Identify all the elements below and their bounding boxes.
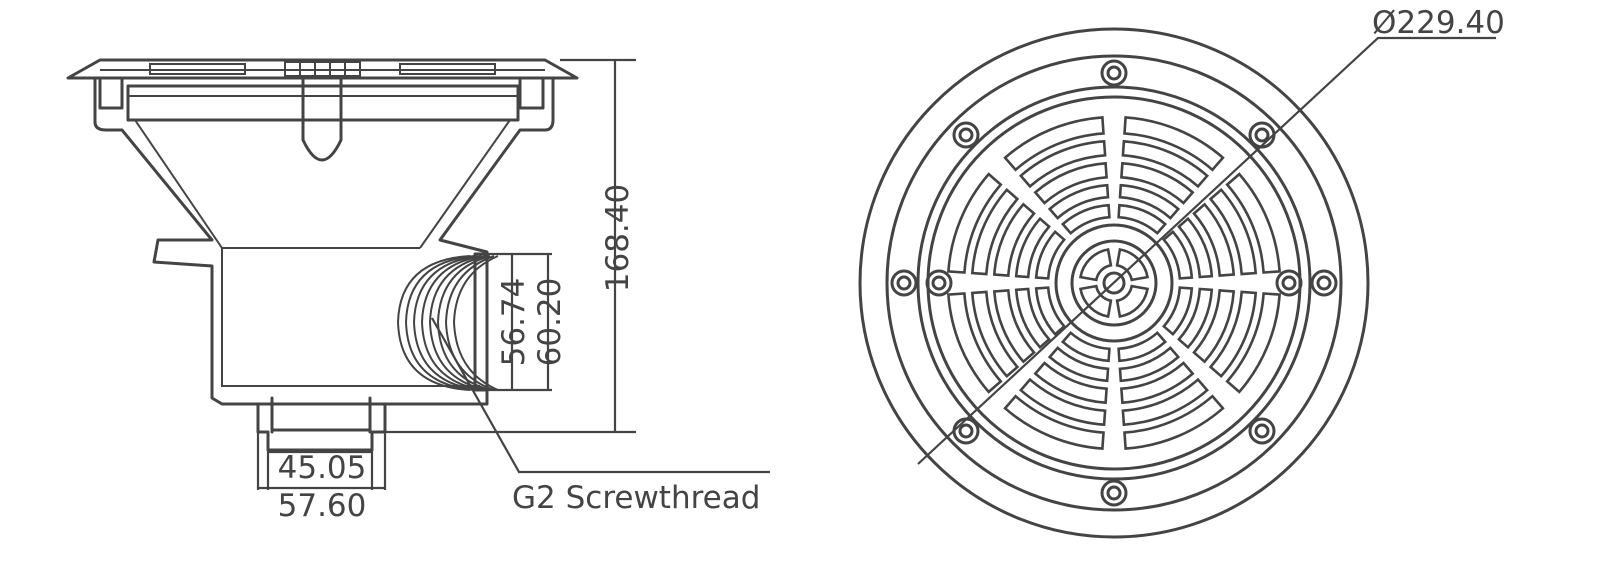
grate-slot bbox=[1120, 161, 1195, 205]
grate-slot bbox=[1117, 203, 1168, 236]
screw-hole bbox=[952, 121, 980, 149]
grate-slot bbox=[947, 172, 1003, 274]
center-ring bbox=[1054, 223, 1174, 343]
grate-slot bbox=[1060, 330, 1111, 363]
center-drop bbox=[301, 78, 343, 162]
screw-hole bbox=[1248, 417, 1276, 445]
grate-slot bbox=[1208, 290, 1258, 379]
grate-slot bbox=[1033, 161, 1108, 205]
grate-slot bbox=[947, 292, 1003, 394]
screw-hole bbox=[1248, 121, 1276, 149]
grate-slot bbox=[1177, 216, 1214, 279]
thread-label: G2 Screwthread bbox=[512, 480, 760, 516]
grate-slot bbox=[1121, 139, 1210, 189]
outlet-outer-dimension: 57.60 bbox=[278, 488, 367, 524]
grate-slot bbox=[1034, 229, 1067, 280]
outer-rim bbox=[858, 27, 1370, 539]
screw-hole bbox=[1100, 479, 1128, 507]
grate-slot bbox=[1120, 361, 1195, 405]
top-view: Ø229.40 bbox=[858, 5, 1505, 539]
grate-slot bbox=[1034, 286, 1067, 337]
grate-ring bbox=[916, 85, 1312, 481]
screw-hole bbox=[952, 417, 980, 445]
grate-slot bbox=[1225, 172, 1281, 274]
grate-slot bbox=[970, 290, 1020, 379]
grate-slot bbox=[1161, 229, 1194, 280]
grate-slot-inner bbox=[1078, 247, 1113, 282]
grate-slot bbox=[992, 289, 1036, 364]
collar bbox=[126, 84, 520, 122]
thread-outer-dimension: 60.20 bbox=[532, 278, 568, 367]
grate-slot bbox=[1192, 289, 1236, 364]
grate-slot bbox=[1192, 202, 1236, 277]
grate-slot bbox=[1003, 116, 1105, 172]
grate-slot bbox=[1118, 346, 1181, 383]
screw-hole bbox=[1310, 269, 1338, 297]
grate-slot bbox=[1121, 377, 1210, 427]
grate-slot bbox=[1014, 287, 1051, 350]
outlet-inner-dimension: 45.05 bbox=[278, 450, 367, 486]
grate-slot bbox=[1177, 287, 1214, 350]
grate-slot bbox=[1047, 183, 1110, 220]
grate-slot bbox=[992, 202, 1036, 277]
conical-body bbox=[93, 78, 555, 406]
grate-slot bbox=[1117, 330, 1168, 363]
grate-slot bbox=[970, 187, 1020, 276]
grate-slot bbox=[1123, 394, 1225, 450]
thread-inner-dimension: 56.74 bbox=[496, 278, 532, 367]
grate-slot bbox=[1033, 361, 1108, 405]
grate-slot bbox=[1018, 139, 1107, 189]
grate-slot bbox=[1123, 116, 1225, 172]
screw-hole bbox=[1100, 59, 1128, 87]
screw-hole bbox=[890, 269, 918, 297]
grate-slot bbox=[1003, 394, 1105, 450]
grate-slots bbox=[947, 116, 1281, 450]
bottom-outlet bbox=[256, 402, 387, 452]
top-flange bbox=[66, 58, 579, 80]
diameter-dimension: Ø229.40 bbox=[1372, 5, 1505, 41]
height-dimension: 168.40 bbox=[600, 184, 636, 292]
side-view: G2 Screwthread 168.40 56.74 60.20 45.05 … bbox=[66, 58, 770, 524]
thread-hatch bbox=[396, 255, 499, 391]
screw-hole bbox=[925, 269, 953, 297]
grate-slot-inner bbox=[1078, 284, 1113, 319]
grate-slot bbox=[1161, 286, 1194, 337]
grate-slot bbox=[1118, 183, 1181, 220]
screw-hole bbox=[1275, 269, 1303, 297]
grate-slot bbox=[1060, 203, 1111, 236]
grate-slot bbox=[1208, 187, 1258, 276]
grate-slot-inner bbox=[1115, 284, 1150, 319]
grate-slot bbox=[1014, 216, 1051, 279]
grate-slot bbox=[1018, 377, 1107, 427]
grate-slot bbox=[1225, 292, 1281, 394]
grate-slot bbox=[1047, 346, 1110, 383]
